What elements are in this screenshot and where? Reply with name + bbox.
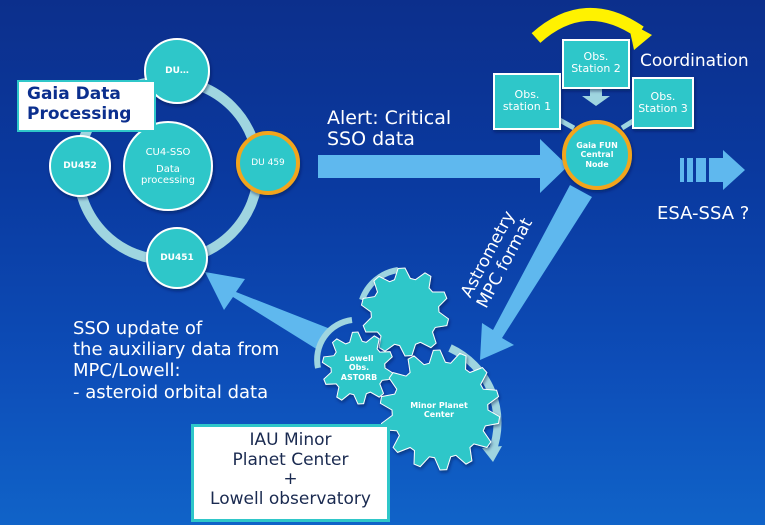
top-gear [360, 267, 450, 357]
iau-box: IAU Minor Planet Center + Lowell observa… [191, 424, 390, 522]
station-1-label: Obs. station 1 [502, 87, 552, 113]
astrometry-arrow [480, 185, 592, 360]
mpc-gear-label: Minor Planet Center [410, 400, 468, 419]
du451-node [146, 227, 208, 289]
du452-node [49, 135, 111, 197]
mpc-gear-shape [379, 349, 501, 471]
station-1-box [493, 73, 561, 130]
top-gear-shape [360, 267, 450, 357]
cu4-node [123, 121, 213, 211]
coordination-label: Coordination [640, 51, 749, 71]
station-2-label: Obs. Station 2 [571, 49, 621, 75]
connector-s2 [582, 85, 610, 106]
iau-box-label: IAU Minor Planet Center + Lowell observa… [210, 430, 371, 510]
lowell-gear-shape [321, 331, 395, 405]
station-3-label: Obs. Station 3 [638, 89, 688, 115]
lowell-gear [321, 331, 395, 405]
du-top-label: DU… [165, 66, 189, 76]
coordination-arrowhead [628, 22, 652, 50]
central-node [562, 120, 632, 190]
du452-label: DU452 [63, 161, 97, 171]
station-2-box [562, 39, 630, 89]
du459-label: DU 459 [251, 158, 285, 168]
lowell-orbit-arrow [314, 317, 353, 369]
alert-arrow [318, 139, 568, 193]
alert-label: Alert: Critical SSO data [327, 107, 452, 151]
station-3-box [632, 77, 694, 129]
du451-label: DU451 [160, 253, 194, 263]
central-node-label: Gaia FUN Central Node [576, 140, 618, 169]
lowell-gear-label: Lowell Obs. ASTORB [340, 354, 378, 382]
coordination-curved-arrow [531, 8, 644, 43]
du-top-node [144, 38, 210, 104]
cu4-label: CU4-SSO [145, 146, 191, 158]
esa-arrow [680, 150, 745, 190]
gaia-title-box: Gaia Data Processing [17, 80, 156, 132]
mpc-orbit-arrowhead [482, 446, 502, 462]
sso-update-arrow [205, 272, 333, 350]
du459-node [236, 131, 300, 195]
esa-ssa-label: ESA-SSA ? [657, 203, 750, 224]
gaia-title: Gaia Data Processing [27, 84, 132, 124]
mpc-gear [379, 349, 501, 471]
sso-update-label: SSO update of the auxiliary data from MP… [73, 318, 280, 403]
cu4-sub-label: Data processing [141, 164, 195, 186]
